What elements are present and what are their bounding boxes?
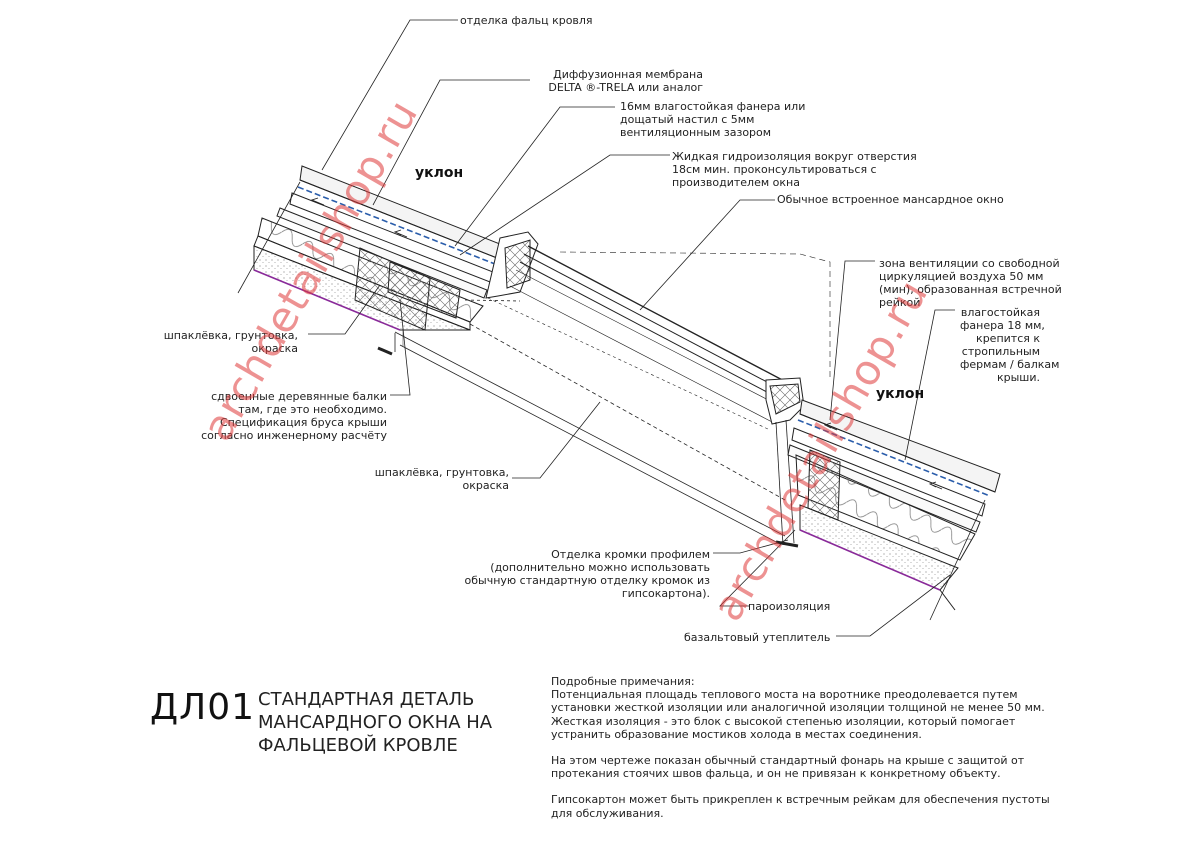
label-roof-finish: отделка фальц кровля — [460, 14, 593, 27]
left-roof-layers — [253, 165, 501, 356]
label-edge-trim: Отделка кромки профилем (дополнительно м… — [464, 548, 710, 600]
right-roof-layers — [787, 399, 1001, 611]
detail-notes: Подробные примечания: Потенциальная площ… — [551, 675, 1071, 820]
label-putty-mid: шпаклёвка, грунтовка, окраска — [374, 466, 509, 492]
label-vapor-barrier: пароизоляция — [748, 600, 831, 613]
label-putty-top: шпаклёвка, грунтовка, окраска — [163, 329, 298, 355]
label-slope-left: уклон — [415, 165, 464, 181]
label-plywood-16mm: 16мм влагостойкая фанера или дощатый нас… — [620, 100, 806, 139]
skylight-window — [485, 231, 805, 431]
label-ventilation-zone: зона вентиляции со свободной циркуляцией… — [879, 257, 1062, 309]
label-membrane: Диффузионная мембрана DELTA ®-TRELA или … — [548, 68, 703, 94]
label-slope-right: уклон — [876, 386, 925, 402]
label-basalt-insulation: базальтовый утеплитель — [684, 631, 831, 644]
label-double-beams: сдвоенные деревянные балки там, где это … — [201, 390, 387, 442]
note-paragraph: Гипсокартон может быть прикреплен к встр… — [551, 793, 1050, 820]
label-skylight-window: Обычное встроенное мансардное окно — [777, 193, 1004, 206]
note-paragraph: На этом чертеже показан обычный стандарт… — [551, 754, 1025, 781]
detail-title: СТАНДАРТНАЯ ДЕТАЛЬ МАНСАРДНОГО ОКНА НА Ф… — [258, 689, 493, 756]
label-plywood-18mm: влагостойкая фанера 18 мм, крепится к ст… — [960, 306, 1060, 384]
detail-code: ДЛ01 — [150, 687, 256, 728]
label-liquid-waterproofing: Жидкая гидроизоляция вокруг отверстия 18… — [672, 150, 917, 189]
note-paragraph: Подробные примечания: Потенциальная площ… — [551, 675, 1045, 741]
leader-lines — [237, 19, 986, 637]
